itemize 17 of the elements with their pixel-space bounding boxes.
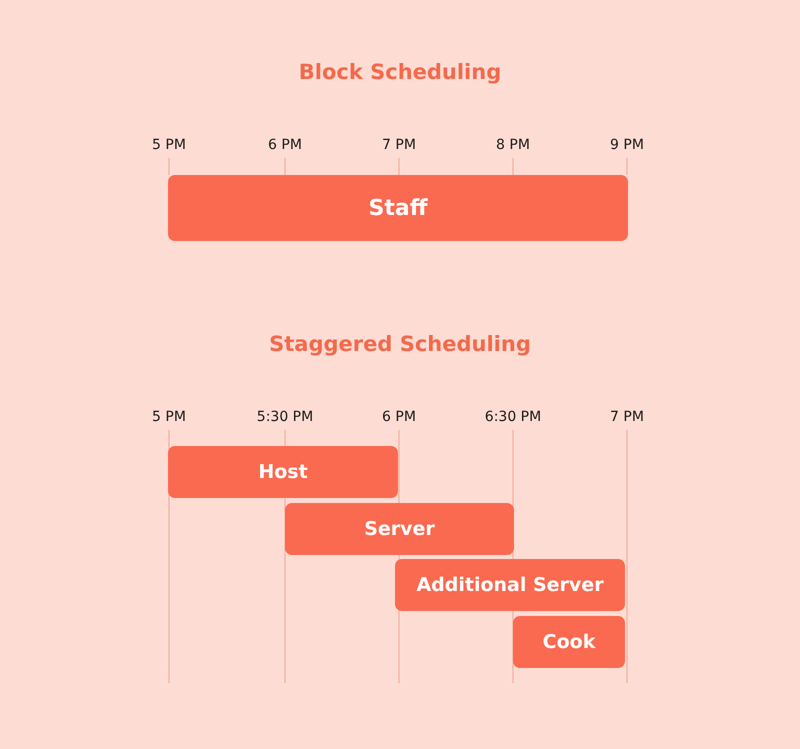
chart-heading: Block Scheduling	[298, 60, 502, 84]
time-tick-label: 5 PM	[152, 137, 186, 153]
time-tick-label: 5 PM	[152, 409, 186, 425]
time-tick-label: 6:30 PM	[484, 409, 542, 425]
shift-bar: Staff	[168, 175, 628, 241]
time-tick-label: 6 PM	[268, 137, 302, 153]
shift-bar: Cook	[513, 616, 625, 668]
time-tick-label: 7 PM	[382, 137, 416, 153]
chart-heading: Staggered Scheduling	[269, 332, 531, 356]
time-tick-label: 9 PM	[610, 137, 644, 153]
time-tick-label: 7 PM	[610, 409, 644, 425]
time-tick-label: 5:30 PM	[256, 409, 314, 425]
shift-bar: Host	[168, 446, 398, 498]
time-tick-label: 6 PM	[382, 409, 416, 425]
time-tick-label: 8 PM	[496, 137, 530, 153]
shift-bar: Server	[285, 503, 514, 555]
shift-bar: Additional Server	[395, 559, 625, 611]
